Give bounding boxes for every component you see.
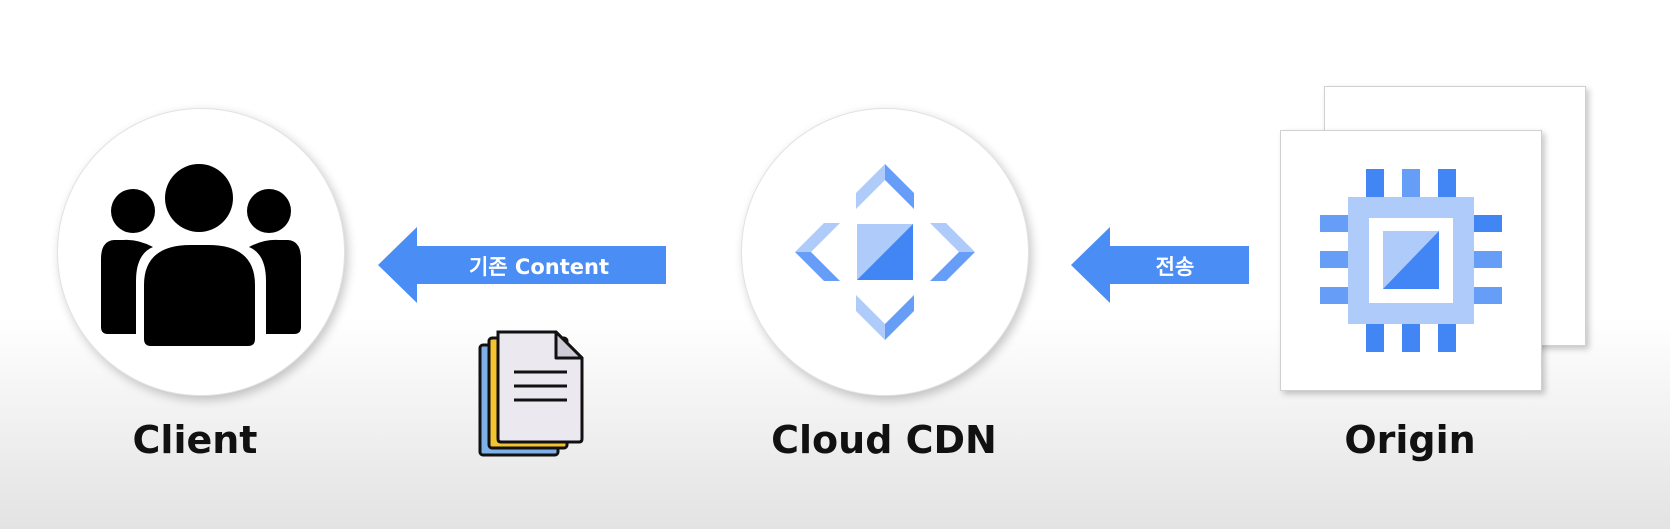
document-stack-icon — [478, 330, 584, 457]
cloud-cdn-icon — [795, 164, 975, 340]
arrow-origin-to-cdn — [1071, 227, 1249, 303]
arrow-origin-to-cdn-label: 전송 — [1155, 255, 1195, 279]
cloud-cdn-label: Cloud CDN — [771, 418, 997, 462]
arrow-cdn-to-client — [378, 227, 666, 303]
arrow-cdn-to-client-label: 기존 Content — [468, 255, 609, 279]
cloud-cdn-node — [741, 108, 1029, 396]
client-node — [57, 108, 345, 396]
origin-node — [1280, 130, 1542, 391]
origin-label: Origin — [1344, 418, 1476, 462]
client-label: Client — [132, 418, 258, 462]
compute-engine-chip-icon — [1320, 169, 1502, 352]
users-icon — [101, 164, 301, 346]
